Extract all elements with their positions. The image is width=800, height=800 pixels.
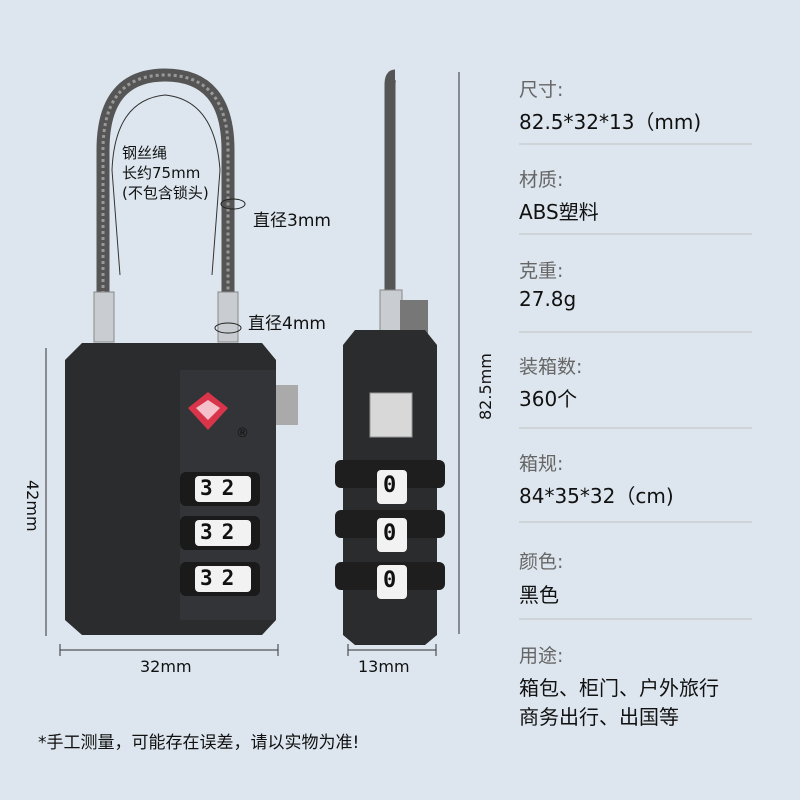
shackle-diameter-label: 直径4mm: [248, 314, 326, 334]
spec-value-color: 黑色: [519, 583, 559, 607]
spec-value-weight: 27.8g: [519, 287, 577, 311]
spec-label-color: 颜色:: [519, 551, 564, 573]
spec-value-usage-line2: 商务出行、出国等: [519, 705, 679, 729]
divider: [519, 521, 752, 523]
divider: [519, 143, 752, 145]
spec-label-size: 尺寸:: [519, 79, 564, 101]
divider: [519, 427, 752, 429]
spec-value-usage-line1: 箱包、柜门、户外旅行: [519, 676, 719, 700]
side-cable: [384, 69, 397, 320]
spec-label-carton-qty: 装箱数:: [519, 356, 583, 378]
side-dial-1[interactable]: 0: [383, 473, 397, 498]
spec-label-weight: 克重:: [519, 260, 564, 282]
front-dial-row-1[interactable]: 32: [200, 476, 244, 500]
cable-diameter-label: 直径3mm: [253, 211, 331, 231]
spec-value-carton-size: 84*35*32（cm): [519, 484, 674, 508]
divider: [519, 233, 752, 235]
registered-mark: ®: [236, 426, 249, 441]
spec-value-material: ABS塑料: [519, 200, 599, 224]
cable-note-line3: (不包含锁头): [122, 184, 209, 202]
side-height-label: 82.5mm: [476, 353, 495, 420]
cable-note-line1: 钢丝绳: [122, 144, 168, 162]
tsa-logo: [188, 392, 228, 430]
side-dial-3[interactable]: 0: [383, 568, 397, 593]
front-dial-row-3[interactable]: 32: [200, 566, 244, 590]
side-width-label: 13mm: [358, 657, 410, 676]
side-button: [369, 392, 413, 438]
cable-note-line2: 长约75mm: [122, 164, 201, 182]
front-width-label: 32mm: [140, 657, 192, 676]
divider: [519, 618, 752, 620]
spec-label-carton-size: 箱规:: [519, 453, 564, 475]
side-dial-2[interactable]: 0: [383, 521, 397, 546]
divider: [519, 331, 752, 333]
cable-note: 钢丝绳 长约75mm (不包含锁头): [122, 143, 209, 203]
spec-label-material: 材质:: [519, 169, 564, 191]
front-ferrule-right: [217, 291, 239, 343]
front-height-label: 42mm: [23, 480, 42, 532]
spec-value-carton-qty: 360个: [519, 387, 578, 411]
spec-value-size: 82.5*32*13（mm): [519, 110, 702, 134]
front-dial-row-2[interactable]: 32: [200, 520, 244, 544]
spec-label-usage: 用途:: [519, 645, 564, 667]
front-ferrule-left: [93, 291, 115, 343]
measurement-footnote: *手工测量，可能存在误差，请以实物为准!: [38, 733, 360, 753]
front-cable: [96, 68, 235, 300]
